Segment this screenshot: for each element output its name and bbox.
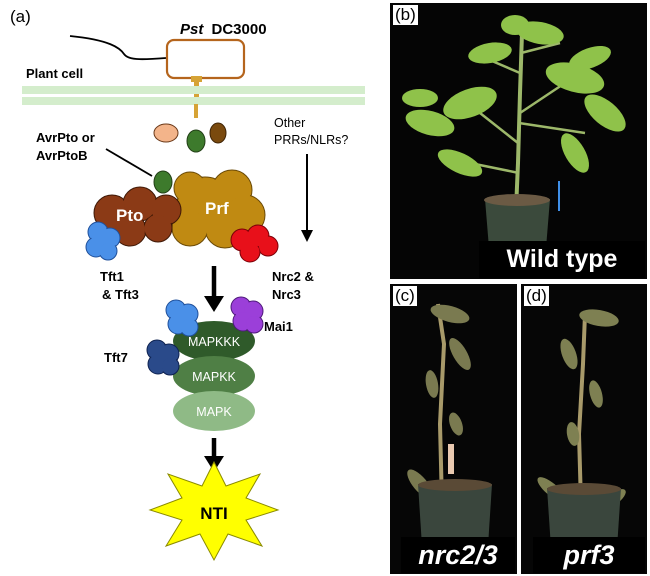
prf3-plant-illustration (521, 284, 647, 574)
pathogen-strain: DC3000 (212, 21, 267, 38)
effector-brown (209, 122, 227, 144)
caption-wild-type: Wild type (479, 241, 645, 278)
other-receptors-line1: Other (274, 116, 305, 130)
tft7-label: Tft7 (104, 350, 128, 365)
membrane-inner-layer (22, 97, 365, 105)
effector-green (186, 129, 206, 153)
wild-type-plant-illustration (390, 3, 647, 279)
pathogen-species: Pst (180, 21, 204, 38)
mapkk-label: MAPKK (192, 370, 236, 384)
photo-prf3 (521, 284, 647, 574)
other-receptors-label: Other PRRs/NLRs? (274, 116, 348, 147)
other-receptors-line2: PRRs/NLRs? (274, 133, 348, 147)
tft1-tft3-line1: Tft1 (100, 269, 124, 284)
pathogen-cell (165, 38, 246, 80)
effector-orange (153, 123, 179, 143)
avrpto-label-line2: AvrPtoB (36, 148, 88, 163)
mapk-label: MAPK (196, 405, 232, 419)
nti-label: NTI (200, 504, 227, 523)
mapk-protein (173, 391, 255, 431)
nti-burst (148, 460, 280, 562)
needle-base (191, 76, 202, 82)
tft1-tft3-line2: & Tft3 (102, 287, 139, 302)
photo-wild-type (390, 3, 647, 279)
panel-label-b: (b) (393, 5, 418, 25)
panel-label-c: (c) (393, 286, 417, 306)
pathogen-label: Pst DC3000 (180, 21, 267, 38)
avrpto-pointer-line (105, 148, 153, 177)
avrpto-label: AvrPto or AvrPtoB (36, 130, 98, 163)
avrpto-effector (153, 170, 173, 194)
prf-label: Prf (205, 199, 229, 218)
caption-nrc2-3: nrc2/3 (401, 537, 515, 573)
nrc-label-line1: Nrc2 & (272, 269, 314, 284)
mai1-label: Mai1 (264, 319, 293, 334)
nrc-label-line2: Nrc3 (272, 287, 301, 302)
pathogen-tether-line (69, 35, 167, 61)
mapkkk-label: MAPKKK (188, 335, 241, 349)
tft1-tft3-label: Tft1 & Tft3 (100, 269, 139, 302)
mapkk-protein (173, 356, 255, 396)
panel-label-d: (d) (524, 286, 549, 306)
plant-cell-label: Plant cell (26, 66, 83, 81)
membrane-outer-layer (22, 86, 365, 94)
arrow-to-mapk-cascade-head (204, 296, 224, 312)
caption-prf3: prf3 (533, 537, 645, 573)
nrc-label: Nrc2 & Nrc3 (272, 269, 318, 302)
nrc2-3-plant-illustration (390, 284, 517, 574)
pto-label: Pto (116, 206, 143, 225)
photo-nrc2-3 (390, 284, 517, 574)
signaling-pathway-diagram: (a) Pst DC3000 Plant cell AvrPto or AvrP… (10, 7, 365, 562)
avrpto-label-line1: AvrPto or (36, 130, 95, 145)
panel-label-a: (a) (10, 7, 31, 26)
secretion-needle-tip (194, 104, 198, 118)
